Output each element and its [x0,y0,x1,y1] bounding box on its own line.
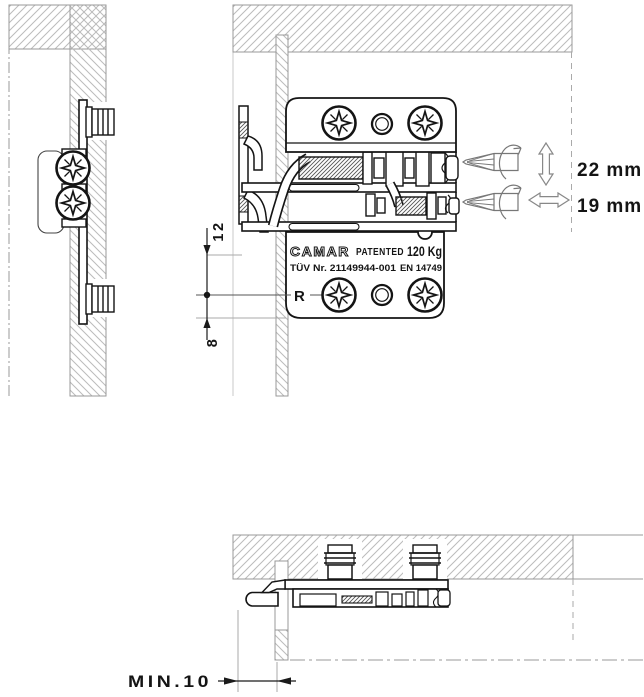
dowel-hole [370,112,394,136]
phillips-screwdriver-icon [462,144,522,180]
bracket-top-plate [285,97,457,153]
side-view [8,4,115,397]
cert-standard-label: EN 14749 [400,263,442,274]
hook-arm-plan [245,591,279,607]
brand-label: CAMAR [290,244,350,259]
dowel-hole [370,283,394,307]
threaded-dowel-icon [85,283,115,315]
vertical-dimension: 12 8 [196,220,286,347]
bracket-rail-plates [241,152,457,232]
patented-label: PATENTED [356,247,404,258]
phillips-screw-icon [407,277,443,313]
front-view: CAMAR PATENTED 120 Kg TÜV Nr. 21149944-0… [196,4,573,397]
horizontal-travel-label: 19 mm [577,196,642,217]
cert-prefix-label: TÜV [290,263,311,274]
dim-8-label: 8 [205,337,221,348]
dimension-arrow-right [224,677,238,685]
dim-12-label: 12 [211,220,227,241]
min-clearance-label: MIN.10 [128,673,212,691]
cabinet-top-panel-section [232,4,573,53]
bracket-plan [245,579,451,608]
wall-rail-profile [238,105,269,233]
phillips-screw-icon [55,150,91,186]
adjustment-legend: 22 mm 19 mm [462,141,642,220]
phillips-screw-icon [321,105,357,141]
height-adjustment-screw [267,149,459,228]
double-arrow-vertical-icon [537,141,555,187]
threaded-dowel-icon [85,106,115,138]
phillips-screw-icon [55,185,91,221]
dimension-arrow-left [277,677,291,685]
phillips-screw-icon [407,105,443,141]
cert-number-label: Nr. 21149944-001 [313,263,397,274]
bottom-view: MIN.10 [128,534,643,692]
phillips-screwdriver-icon [462,184,522,220]
dimension-arrow-up [203,318,211,328]
dimension-arrow-down [203,245,211,255]
min-clearance-dimension: MIN.10 [128,610,296,692]
double-arrow-horizontal-icon [527,191,571,209]
vertical-travel-label: 22 mm [577,160,642,181]
r-adjust-label: R [294,288,305,305]
capacity-label: 120 Kg [407,244,442,259]
phillips-screw-icon [321,277,357,313]
depth-adjustment-screw [365,181,460,220]
bracket-label-plate: CAMAR PATENTED 120 Kg TÜV Nr. 21149944-0… [196,231,445,319]
back-panel-plan [274,629,289,661]
